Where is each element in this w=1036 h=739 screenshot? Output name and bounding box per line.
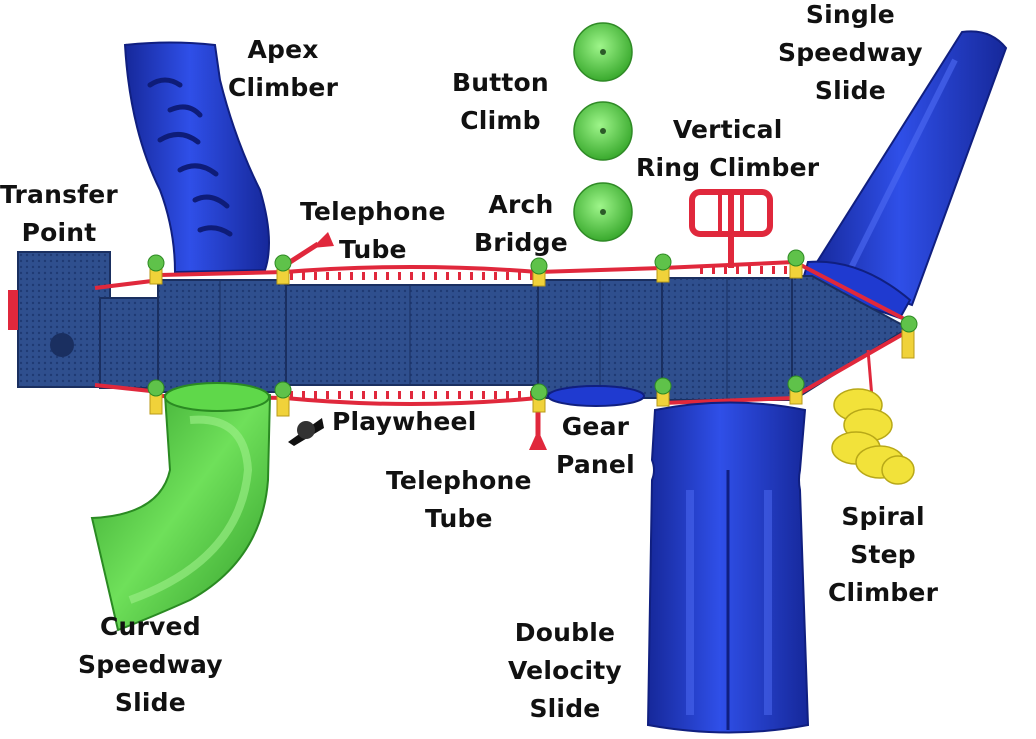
apex-climber-label-line2: Climber [228, 73, 339, 102]
transfer-point [8, 251, 111, 388]
vertical-ring-climber-label-line2: Ring Climber [636, 153, 820, 182]
gear-panel [547, 385, 645, 407]
single-speedway-slide-label: Single Speedway Slide [778, 0, 923, 110]
apex-climber [123, 41, 270, 274]
vertical-ring-climber [689, 189, 773, 268]
single-speedway-slide [798, 30, 1008, 320]
curved-speedway-slide-label: Curved Speedway Slide [78, 608, 223, 722]
playwheel [288, 418, 324, 446]
spiral-step-climber-label: Spiral Step Climber [828, 498, 938, 612]
single-speedway-slide-label-line3: Slide [814, 76, 886, 105]
telephone-tube-top-label-line2: Tube [338, 235, 407, 264]
curved-speedway-slide-label-line3: Slide [114, 688, 186, 717]
gear-panel-label: Gear Panel [556, 408, 635, 484]
double-velocity-slide-label-line3: Slide [529, 694, 601, 723]
double-velocity-slide-label-line2: Velocity [508, 656, 622, 685]
single-speedway-slide-label-line1: Single [805, 0, 895, 29]
gear-panel-label-line2: Panel [556, 450, 635, 479]
arch-bridge-label: Arch Bridge [474, 186, 568, 262]
spiral-step-climber [831, 349, 915, 485]
button-climb-label-line1: Button [452, 68, 549, 97]
double-velocity-slide-label-line1: Double [514, 618, 616, 647]
spiral-step-climber-label-line2: Step [850, 540, 916, 569]
deck-posts [147, 249, 918, 417]
button-climb [573, 22, 633, 242]
button-climb-label: Button Climb [452, 64, 549, 140]
button-climb-label-line2: Climb [460, 106, 541, 135]
playwheel-label: Playwheel [332, 403, 476, 441]
double-velocity-slide [646, 401, 810, 734]
curved-speedway-slide-label-line1: Curved [99, 612, 201, 641]
gear-panel-label-line1: Gear [561, 412, 630, 441]
telephone-tube-top-label-line1: Telephone [300, 197, 446, 226]
apex-climber-label-line1: Apex [247, 35, 319, 64]
arch-bridge-label-line2: Bridge [474, 228, 568, 257]
vertical-ring-climber-label-line1: Vertical [672, 115, 783, 144]
transfer-point-label-line1: Transfer [0, 180, 118, 209]
double-velocity-slide-label: Double Velocity Slide [508, 614, 622, 728]
single-speedway-slide-label-line2: Speedway [778, 38, 923, 67]
vertical-ring-climber-label: Vertical Ring Climber [636, 111, 819, 187]
spiral-step-climber-label-line1: Spiral [841, 502, 925, 531]
telephone-tube-bottom-label-line2: Tube [424, 504, 493, 533]
transfer-point-label: Transfer Point [0, 176, 118, 252]
curved-speedway-slide-label-line2: Speedway [78, 650, 223, 679]
telephone-tube-top-label: Telephone Tube [300, 193, 446, 269]
telephone-tube-bottom-label-line1: Telephone [386, 466, 532, 495]
telephone-tube-bottom-label: Telephone Tube [386, 462, 532, 538]
playwheel-label-line1: Playwheel [332, 407, 477, 436]
spiral-step-climber-label-line3: Climber [828, 578, 939, 607]
apex-climber-label: Apex Climber [228, 31, 338, 107]
transfer-point-label-line2: Point [21, 218, 97, 247]
telephone-tube-top [288, 232, 334, 265]
curved-speedway-slide [90, 382, 272, 632]
main-deck [99, 275, 910, 401]
arch-bridge-label-line1: Arch [488, 190, 554, 219]
